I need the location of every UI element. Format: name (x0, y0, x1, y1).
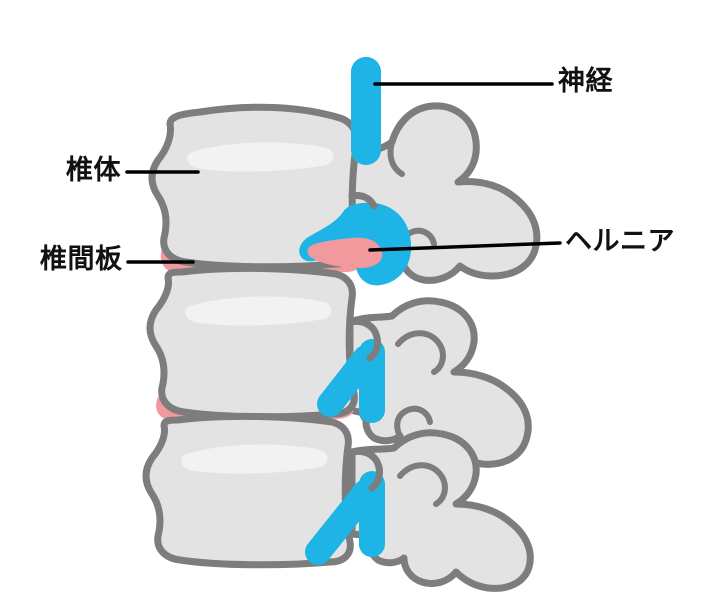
nerve-branch-lower-visible-icon (305, 479, 379, 565)
label-vertebral-body: 椎体 (66, 155, 121, 185)
vertebra-bottom-highlight (181, 444, 328, 474)
bone-edge-overlay (346, 192, 383, 492)
label-nerve: 神経 (558, 66, 613, 96)
leader-line-hernia (368, 241, 562, 252)
arch-edge-upper (348, 192, 378, 210)
vertebra-middle-foramen-detail (395, 330, 446, 375)
vertebral-bodies-group (142, 103, 360, 569)
vertebra-lower-posterior-shape (348, 429, 534, 592)
vertebra-lower-foramen-detail (397, 462, 448, 507)
hernia-lobe-shape (307, 237, 383, 268)
vertebra-top-highlight (187, 142, 334, 172)
vertebra-upper-lamina-detail (387, 139, 405, 177)
nerve-branch-middle-visible-icon (317, 345, 379, 417)
arch-edge-lower (348, 447, 383, 492)
vertebra-middle-facet-detail (394, 405, 433, 439)
label-hernia: ヘルニア (565, 226, 675, 256)
label-intervertebral-disc: 椎間板 (40, 244, 123, 274)
leader-lines-group (125, 82, 562, 264)
vertebra-middle-highlight (185, 296, 332, 326)
nerve-overlay-group (299, 57, 412, 565)
posterior-elements-middle (346, 297, 532, 468)
arch-edge-middle (346, 317, 381, 362)
posterior-elements-lower (348, 429, 534, 592)
